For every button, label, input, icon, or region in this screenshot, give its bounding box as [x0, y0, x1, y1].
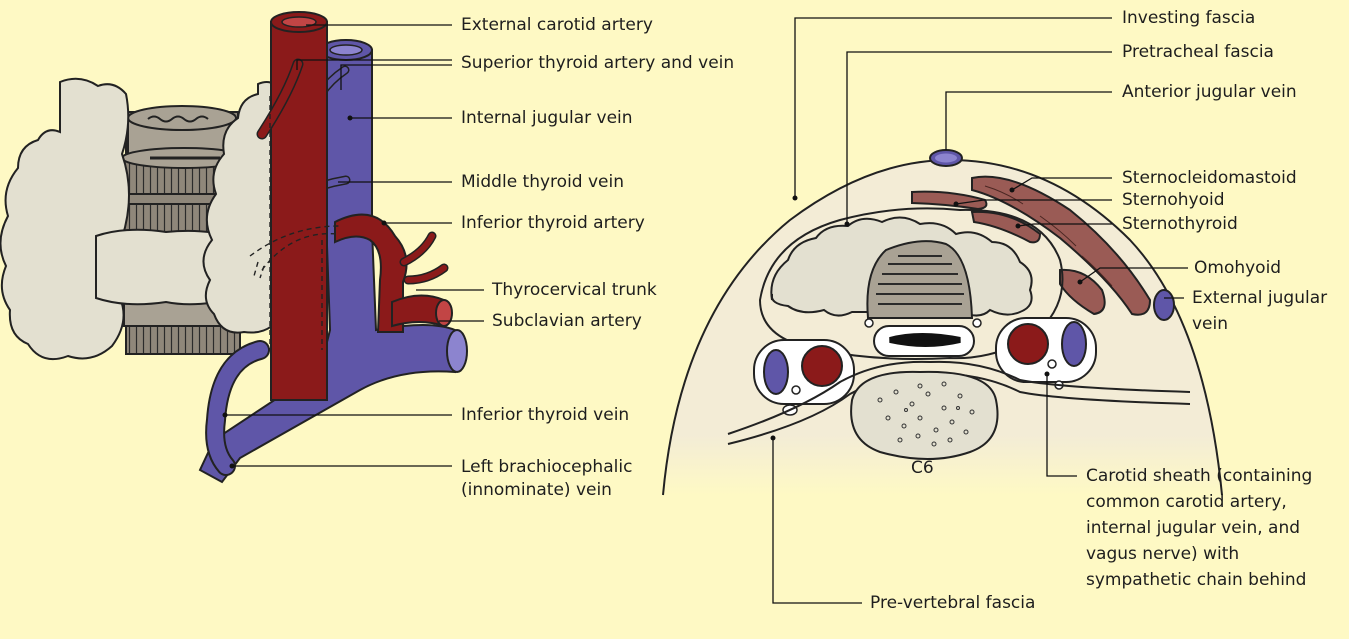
label-inferior-thyroid-vein: Inferior thyroid vein — [461, 404, 629, 426]
label-anterior-jugular-vein: Anterior jugular vein — [1122, 81, 1297, 103]
label-c6: C6 — [911, 457, 934, 479]
label-sternocleidomastoid: Sternocleidomastoid — [1122, 167, 1297, 189]
label-carotid-sheath-line3: internal jugular vein, and — [1086, 517, 1300, 539]
label-prevertebral-fascia: Pre-vertebral fascia — [870, 592, 1035, 614]
label-subclavian-artery: Subclavian artery — [492, 310, 642, 332]
label-sternohyoid: Sternohyoid — [1122, 189, 1225, 211]
label-carotid-sheath-line4: vagus nerve) with — [1086, 543, 1239, 565]
label-investing-fascia: Investing fascia — [1122, 7, 1255, 29]
label-thyrocervical-trunk: Thyrocervical trunk — [492, 279, 657, 301]
label-middle-thyroid-vein: Middle thyroid vein — [461, 171, 624, 193]
label-internal-jugular-vein: Internal jugular vein — [461, 107, 633, 129]
label-external-jugular-line1: External jugular — [1192, 287, 1327, 309]
label-external-jugular-line2: vein — [1192, 313, 1228, 335]
label-external-carotid-artery: External carotid artery — [461, 14, 653, 36]
label-omohyoid: Omohyoid — [1194, 257, 1281, 279]
label-superior-thyroid-artery-vein: Superior thyroid artery and vein — [461, 52, 734, 74]
label-carotid-sheath-line2: common carotid artery, — [1086, 491, 1287, 513]
label-sternothyroid: Sternothyroid — [1122, 213, 1238, 235]
label-left-brachiocephalic-line2: (innominate) vein — [461, 479, 612, 501]
label-carotid-sheath-line5: sympathetic chain behind — [1086, 569, 1306, 591]
label-left-brachiocephalic-line1: Left brachiocephalic — [461, 456, 632, 478]
label-inferior-thyroid-artery: Inferior thyroid artery — [461, 212, 645, 234]
label-carotid-sheath-line1: Carotid sheath (containing — [1086, 465, 1312, 487]
thyroid-front-view — [0, 12, 467, 482]
label-pretracheal-fascia: Pretracheal fascia — [1122, 41, 1274, 63]
